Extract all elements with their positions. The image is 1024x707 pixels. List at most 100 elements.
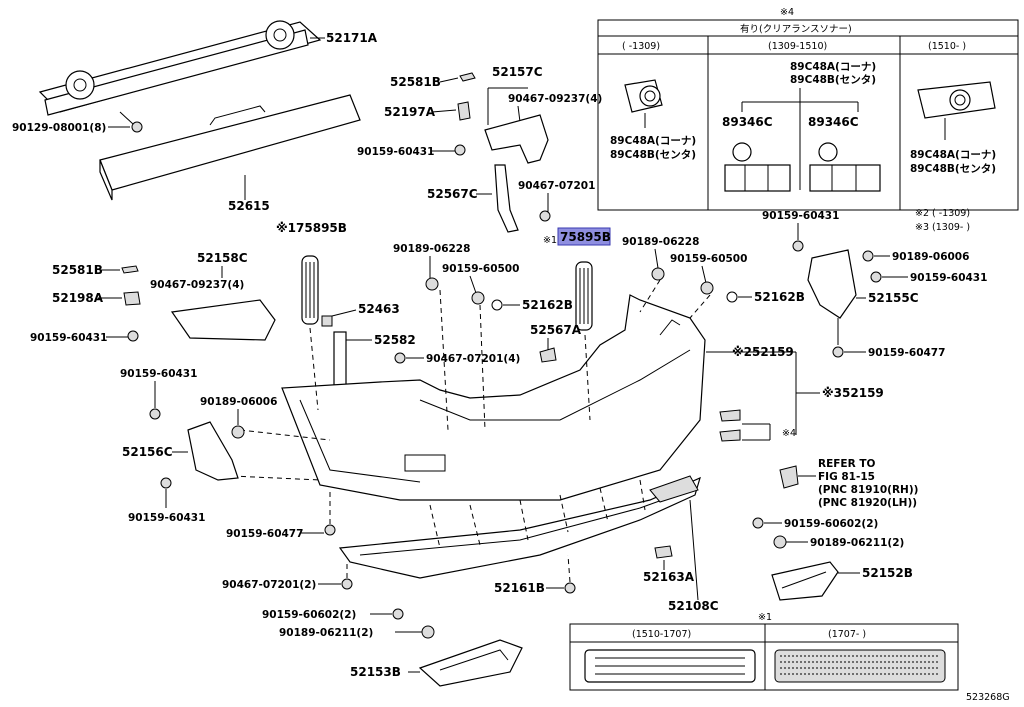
bracket-52156C	[187, 421, 239, 481]
label-52157C: 52157C	[492, 65, 543, 79]
label-52567A: 52567A	[530, 323, 582, 337]
figure-id: 523268G	[966, 692, 1010, 703]
label-90159-60477-a: 90159-60477	[868, 347, 945, 359]
bolt-90129	[119, 111, 143, 133]
table4-mark: ※4	[780, 7, 794, 18]
label-52163A: 52163A	[643, 570, 695, 584]
table1-col1: (1510-1707)	[632, 629, 691, 640]
label-52198A: 52198A	[52, 291, 104, 305]
label-90159-60431-d: 90159-60431	[910, 272, 987, 284]
label-90189-06228-b: 90189-06228	[622, 236, 699, 248]
label-52158C: 52158C	[197, 251, 248, 265]
note-3: ※3 (1309- )	[915, 222, 970, 233]
label-52463: 52463	[358, 302, 400, 316]
label-90159-60431-e: 90159-60431	[120, 368, 197, 380]
label-52159-a: ※252159	[732, 345, 794, 359]
pad-52582	[333, 331, 347, 389]
label-90189-06006-a: 90189-06006	[892, 251, 969, 263]
label-52152B: 52152B	[862, 566, 913, 580]
reflector-strip-type2	[774, 649, 946, 683]
label-90159-60602-b: 90159-60602(2)	[784, 518, 878, 530]
label-90129: 90129-08001(8)	[12, 122, 106, 134]
label-52567C: 52567C	[427, 187, 478, 201]
table4-header: 有り(クリアランスソナー)	[740, 23, 852, 35]
refer-line4: (PNC 81920(LH))	[818, 497, 917, 509]
clip-52581B-1	[459, 72, 476, 82]
table4-col2: (1309-1510)	[768, 41, 827, 52]
label-52108C: 52108C	[668, 599, 719, 613]
table4-c1a: 89C48A(コーナ)	[610, 135, 696, 147]
bracket-52158C	[170, 299, 276, 341]
label-52162B-a: 52162B	[522, 298, 573, 312]
clip-52567A	[539, 347, 557, 363]
label-52161B: 52161B	[494, 581, 545, 595]
table4-c1b: 89C48B(センタ)	[610, 149, 696, 161]
label-52581B-2: 52581B	[52, 263, 103, 277]
label-90467-07201-c: 90467-07201(2)	[222, 579, 316, 591]
label-52155C: 52155C	[868, 291, 919, 305]
table4-c2a: 89C48A(コーナ)	[790, 61, 876, 73]
label-90159-60431-b: 90159-60431	[30, 332, 107, 344]
label-90159-60500-b: 90159-60500	[670, 253, 747, 265]
reflector-52153B	[418, 639, 523, 687]
label-90159-60431-f: 90159-60431	[128, 512, 205, 524]
table4-c2r: 89346C	[808, 115, 859, 129]
sonar-sensor-bracket	[917, 81, 996, 119]
refer-line3: (PNC 81910(RH))	[818, 484, 918, 496]
label-52197A: 52197A	[384, 105, 436, 119]
label-90159-60602-a: 90159-60602(2)	[262, 609, 356, 621]
label-90189-06211-b: 90189-06211(2)	[810, 537, 904, 549]
label-52615: 52615	[228, 199, 270, 213]
table-note-1: ※1 (1510-1707) (1707- )	[569, 612, 959, 691]
highlighted-part-75895B[interactable]	[557, 227, 611, 246]
label-175895B-mark: ※1	[543, 235, 557, 246]
label-52153B: 52153B	[350, 665, 401, 679]
reflector-52152B	[771, 561, 839, 601]
table4-c2l: 89346C	[722, 115, 773, 129]
bracket-52567C	[494, 164, 519, 233]
lower-cover-52108C	[338, 475, 701, 579]
sensor-mount-b	[719, 429, 741, 442]
label-90189-06228-a: 90189-06228	[393, 243, 470, 255]
sensor-mount-a	[719, 409, 741, 422]
fog-lamp-reference-icon	[779, 465, 799, 489]
label-90159-60431-c: 90159-60431	[762, 210, 839, 222]
label-90467-07201-a: 90467-07201	[518, 180, 595, 192]
clip-52581B-2	[121, 265, 139, 274]
table4-col3: (1510- )	[928, 41, 966, 52]
bumper-cover-52159	[281, 294, 706, 501]
bracket-52155C	[807, 249, 857, 319]
refer-line1: REFER TO	[818, 458, 876, 470]
pad-52463	[321, 315, 333, 327]
sensor-retainer-left	[724, 142, 791, 192]
table4-c2b: 89C48B(センタ)	[790, 74, 876, 86]
table4-col1: ( -1309)	[622, 41, 660, 52]
clip-52163A	[654, 545, 673, 559]
refer-line2: FIG 81-15	[818, 471, 875, 483]
label-52171A: 52171A	[326, 31, 378, 45]
table-note-4: ※4 有り(クリアランスソナー) ( -1309) (1309-1510) (1…	[597, 7, 1019, 211]
bracket-52197A	[457, 101, 471, 121]
table1-col2: (1707- )	[828, 629, 866, 640]
label-52582: 52582	[374, 333, 416, 347]
label-90467-09237-b: 90467-09237(4)	[150, 279, 244, 291]
label-52581B-1: 52581B	[390, 75, 441, 89]
label-90189-06211-a: 90189-06211(2)	[279, 627, 373, 639]
bumper-absorber-52615	[99, 94, 361, 201]
label-90467-09237-a: 90467-09237(4)	[508, 93, 602, 105]
bumper-reinforcement-52171A	[38, 20, 322, 116]
label-90159-60431-a: 90159-60431	[357, 146, 434, 158]
label-75895B-highlight[interactable]: 75895B	[560, 230, 611, 244]
label-52159-b: ※352159	[822, 386, 884, 400]
label-90159-60477-b: 90159-60477	[226, 528, 303, 540]
note-2: ※2 ( -1309)	[915, 208, 970, 219]
bracket-52157C	[484, 114, 549, 164]
table4-c3b: 89C48B(センタ)	[910, 163, 996, 175]
label-90467-07201-b: 90467-07201(4)	[426, 353, 520, 365]
bracket-52198A	[123, 291, 141, 306]
sensor-retainer-right	[809, 142, 881, 192]
label-90189-06006-b: 90189-06006	[200, 396, 277, 408]
table4-c3a: 89C48A(コーナ)	[910, 149, 996, 161]
label-90159-60500-a: 90159-60500	[442, 263, 519, 275]
